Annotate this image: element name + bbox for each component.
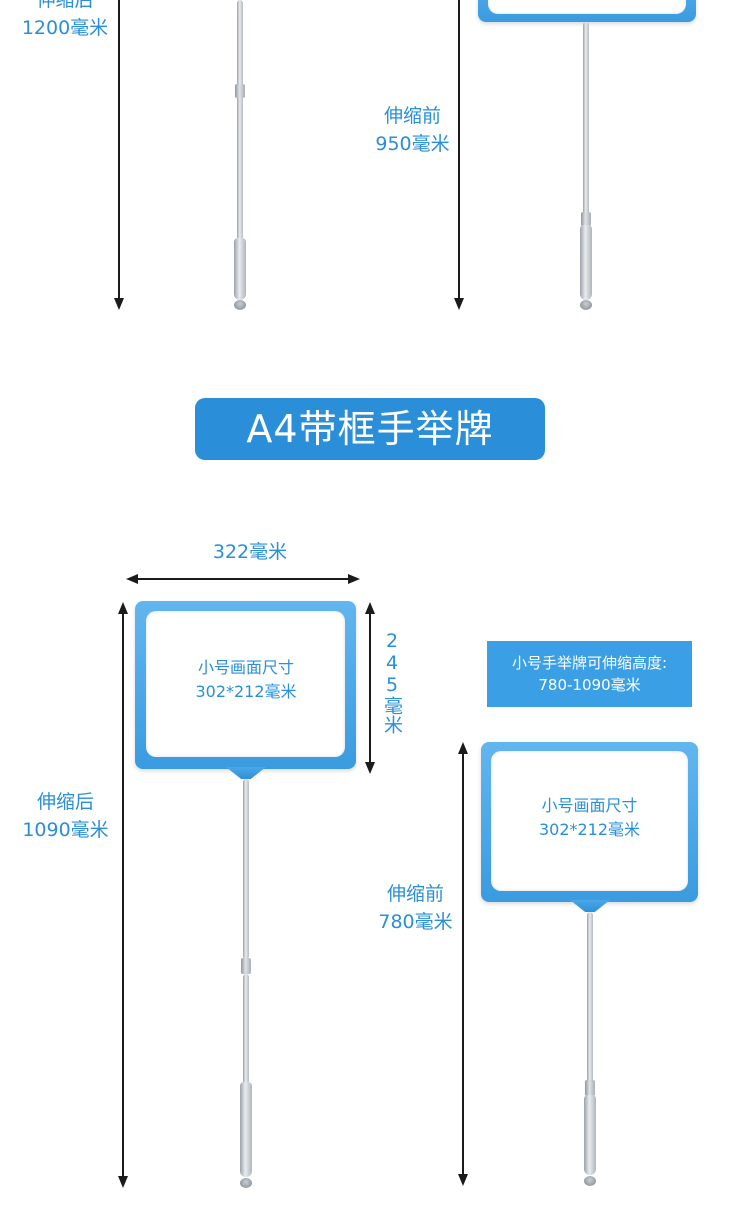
left-pole-joint: [241, 958, 251, 974]
left-length-arrow: [122, 612, 124, 1178]
top-left-pole-joint: [235, 84, 245, 98]
left-sign-text-line2: 302*212毫米: [195, 682, 297, 701]
top-right-sign-frame: [478, 0, 696, 22]
top-left-pole-cap: [234, 300, 246, 310]
right-sign-size-text: 小号画面尺寸 302*212毫米: [492, 794, 687, 842]
right-length-label: 伸缩前 780毫米: [358, 880, 473, 936]
right-length-label-line1: 伸缩前: [386, 883, 444, 905]
right-sign-frame: [481, 742, 698, 902]
left-sign-frame: [135, 601, 356, 769]
right-length-label-line2: 780毫米: [378, 911, 453, 933]
height-arrow-tip-bottom: [365, 762, 375, 774]
left-pole-lower: [243, 974, 249, 1084]
height-arrow: [369, 612, 371, 762]
telescopic-range-box: 小号手举牌可伸缩高度: 780-1090毫米: [487, 641, 692, 707]
top-right-length-label: 伸缩前 950毫米: [355, 102, 470, 158]
top-left-label-line2: 1200毫米: [21, 17, 109, 39]
width-arrow: [136, 578, 348, 580]
top-left-pole: [237, 0, 243, 240]
left-length-arrow-tip-bottom: [118, 1176, 128, 1188]
top-right-pole: [583, 22, 589, 222]
top-right-pole-grip: [580, 225, 592, 300]
top-right-arrow-tip: [454, 298, 464, 310]
right-sign-text-line2: 302*212毫米: [538, 820, 641, 839]
top-left-length-label: 伸缩后 1200毫米: [10, 0, 120, 42]
top-right-pole-joint: [581, 212, 591, 226]
width-arrow-tip-right: [348, 574, 360, 584]
left-sign-panel: [146, 611, 345, 757]
telescopic-range-line1: 小号手举牌可伸缩高度:: [511, 654, 668, 672]
right-pole-cap: [584, 1176, 596, 1186]
right-sign-panel: [491, 751, 688, 891]
right-sign-neck: [570, 900, 610, 912]
left-sign-text-line1: 小号画面尺寸: [197, 658, 294, 677]
top-left-arrow: [118, 0, 120, 300]
top-left-arrow-tip: [114, 298, 124, 310]
top-right-label-line2: 950毫米: [375, 133, 450, 155]
width-arrow-tip-left: [126, 574, 138, 584]
left-length-label: 伸缩后 1090毫米: [8, 788, 123, 844]
width-dimension-label: 322毫米: [212, 541, 288, 563]
top-right-arrow: [458, 0, 460, 300]
height-dimension-label: 245毫米: [381, 630, 403, 734]
height-arrow-tip-top: [365, 602, 375, 614]
left-length-label-line2: 1090毫米: [22, 819, 109, 841]
right-pole: [587, 912, 593, 1082]
left-pole-cap: [240, 1178, 252, 1188]
right-length-arrow-tip-top: [458, 742, 468, 754]
top-right-label-line1: 伸缩前: [383, 105, 441, 127]
telescopic-range-line2: 780-1090毫米: [538, 676, 641, 694]
left-pole: [243, 779, 249, 959]
right-length-arrow: [462, 752, 464, 1176]
left-sign-neck: [226, 767, 266, 779]
right-pole-grip: [584, 1095, 596, 1175]
top-right-sign-panel: [488, 0, 686, 14]
right-pole-joint: [585, 1080, 595, 1096]
left-sign-size-text: 小号画面尺寸 302*212毫米: [150, 656, 342, 704]
top-right-pole-cap: [580, 300, 592, 310]
left-length-arrow-tip-top: [118, 602, 128, 614]
top-left-pole-grip: [234, 238, 246, 300]
top-left-label-line1: 伸缩后: [36, 0, 94, 11]
right-sign-text-line1: 小号画面尺寸: [541, 796, 638, 815]
left-pole-grip: [240, 1082, 252, 1177]
right-length-arrow-tip-bottom: [458, 1174, 468, 1186]
left-length-label-line1: 伸缩后: [36, 791, 94, 813]
product-title: A4带框手举牌: [195, 398, 545, 460]
